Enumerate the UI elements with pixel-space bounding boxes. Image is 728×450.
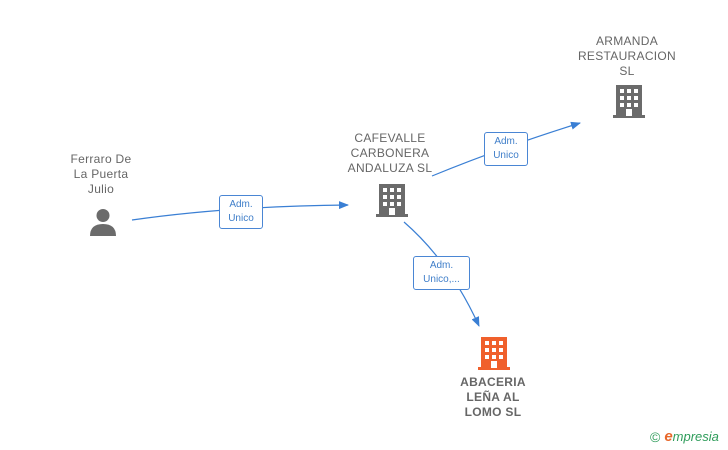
building-icon[interactable] (478, 336, 510, 370)
copyright-symbol: © (650, 428, 661, 445)
edge-label-line-2: Unico (493, 150, 519, 161)
person-name-line-3: Julio (87, 182, 115, 196)
edge-label-line-1: Adm. (429, 260, 454, 271)
armanda-name-line-3: SL (619, 64, 635, 78)
edge-label-line-2: Unico (228, 213, 254, 224)
person-icon[interactable] (88, 207, 118, 237)
edge-label-line-1: Adm. (494, 136, 518, 147)
node-label-cafevalle[interactable]: CAFEVALLE CARBONERA ANDALUZA SL (334, 131, 446, 176)
edge-label-line-1: Adm. (229, 199, 253, 210)
node-label-person[interactable]: Ferraro De La Puerta Julio (56, 152, 146, 197)
edge-label-person-to-cafevalle[interactable]: Adm. Unico (219, 195, 263, 229)
node-label-armanda[interactable]: ARMANDA RESTAURACION SL (572, 34, 682, 79)
armanda-name-line-2: RESTAURACION (577, 49, 677, 63)
person-name-line-1: Ferraro De (70, 152, 132, 166)
cafevalle-name-line-1: CAFEVALLE (354, 131, 426, 145)
person-name-line-2: La Puerta (73, 167, 129, 181)
building-icon[interactable] (376, 183, 408, 217)
brand-name: mpresia (672, 429, 719, 444)
cafevalle-name-line-3: ANDALUZA SL (347, 161, 433, 175)
abaceria-name-line-3: LOMO SL (464, 405, 522, 419)
edge-label-line-2: Unico,... (423, 274, 460, 285)
node-label-abaceria[interactable]: ABACERIA LEÑA AL LOMO SL (441, 375, 545, 420)
armanda-name-line-1: ARMANDA (595, 34, 659, 48)
edge-label-cafevalle-to-abaceria[interactable]: Adm. Unico,... (413, 256, 470, 290)
brand-initial: e (664, 428, 673, 445)
abaceria-name-line-1: ABACERIA (460, 375, 526, 389)
edge-label-cafevalle-to-armanda[interactable]: Adm. Unico (484, 132, 528, 166)
brand-watermark: © e mpresia (650, 428, 719, 445)
building-icon[interactable] (613, 84, 645, 118)
cafevalle-name-line-2: CARBONERA (350, 146, 430, 160)
abaceria-name-line-2: LEÑA AL (466, 390, 520, 404)
